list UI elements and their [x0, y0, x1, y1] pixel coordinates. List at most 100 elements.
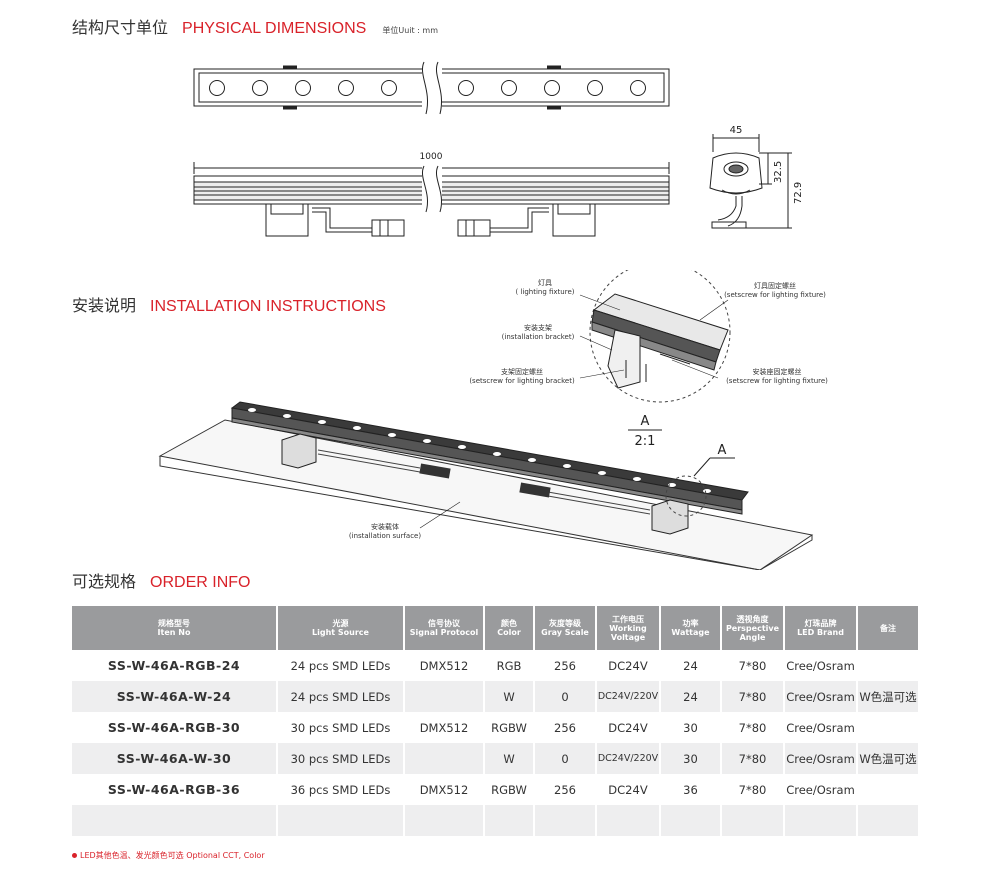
cell-light-source: 24 pcs SMD LEDs — [278, 650, 405, 681]
label-seat-screw-en: (setscrew for lighting fixture) — [726, 377, 828, 385]
label-fixture-cn: 灯具 — [538, 278, 552, 287]
detail-a-label: A — [641, 414, 650, 429]
cell-remarks: W色温可选 — [858, 743, 920, 774]
cell-voltage: DC24V/220V — [597, 743, 661, 774]
cell-voltage: DC24V/220V — [597, 681, 661, 712]
cell-color: RGBW — [485, 712, 535, 743]
cell-wattage: 24 — [661, 681, 722, 712]
callout-a-label: A — [718, 443, 727, 458]
cell-gray: 256 — [535, 650, 597, 681]
label-screw-bracket-en: (setscrew for lighting bracket) — [469, 377, 575, 385]
width-dimension: 45 — [730, 125, 743, 136]
installation-drawing: A 2:1 A 灯具 ( lighting fixture) 灯具固定螺丝 (s… — [158, 270, 828, 570]
cell-brand: Cree/Osram — [785, 681, 858, 712]
cell-empty — [597, 805, 661, 836]
cell-signal — [405, 743, 485, 774]
cell-angle: 7*80 — [722, 650, 785, 681]
length-dimension: 1000 — [420, 152, 443, 162]
short-height-dimension: 32.5 — [773, 161, 784, 183]
table-row: SS-W-46A-RGB-30 30 pcs SMD LEDs DMX512 R… — [72, 712, 920, 743]
cell-brand: Cree/Osram — [785, 712, 858, 743]
cell-light-source: 24 pcs SMD LEDs — [278, 681, 405, 712]
cell-remarks: W色温可选 — [858, 681, 920, 712]
cell-empty — [485, 805, 535, 836]
cell-empty — [72, 805, 278, 836]
order-title-cn: 可选规格 — [72, 572, 137, 591]
cell-voltage: DC24V — [597, 712, 661, 743]
cell-model: SS-W-46A-RGB-36 — [72, 774, 278, 805]
cell-empty — [722, 805, 785, 836]
cell-voltage: DC24V — [597, 774, 661, 805]
cell-gray: 0 — [535, 743, 597, 774]
cell-signal: DMX512 — [405, 774, 485, 805]
cell-model: SS-W-46A-W-24 — [72, 681, 278, 712]
cell-color: RGBW — [485, 774, 535, 805]
cell-wattage: 30 — [661, 712, 722, 743]
label-surface-cn: 安装载体 — [371, 522, 399, 531]
dimensions-unit: 单位Uuit : mm — [382, 26, 439, 35]
table-row: SS-W-46A-W-30 30 pcs SMD LEDs W 0 DC24V/… — [72, 743, 920, 774]
cell-angle: 7*80 — [722, 743, 785, 774]
led-circles — [209, 80, 646, 96]
cell-angle: 7*80 — [722, 681, 785, 712]
cell-light-source: 36 pcs SMD LEDs — [278, 774, 405, 805]
dimension-drawing: 1000 45 32.5 72.9 — [193, 60, 804, 237]
cell-angle: 7*80 — [722, 774, 785, 805]
cell-remarks — [858, 712, 920, 743]
bullet-icon — [72, 853, 77, 858]
table-row: SS-W-46A-RGB-36 36 pcs SMD LEDs DMX512 R… — [72, 774, 920, 805]
cell-remarks — [858, 774, 920, 805]
cell-gray: 0 — [535, 681, 597, 712]
label-fixture-en: ( lighting fixture) — [515, 288, 574, 296]
cell-color: W — [485, 743, 535, 774]
label-bracket-cn: 安装支架 — [524, 323, 552, 332]
header-remarks: 备注 — [858, 606, 920, 650]
label-screw-bracket-cn: 支架固定螺丝 — [501, 367, 543, 376]
cell-model: SS-W-46A-RGB-30 — [72, 712, 278, 743]
label-bracket-en: (installation bracket) — [502, 333, 575, 341]
label-screw-fixture-cn: 灯具固定螺丝 — [754, 281, 796, 290]
label-screw-fixture-en: (setscrew for lighting fixture) — [724, 291, 826, 299]
cell-voltage: DC24V — [597, 650, 661, 681]
label-seat-screw-cn: 安装座固定螺丝 — [753, 367, 802, 376]
table-row: SS-W-46A-RGB-24 24 pcs SMD LEDs DMX512 R… — [72, 650, 920, 681]
cell-color: RGB — [485, 650, 535, 681]
cell-empty — [661, 805, 722, 836]
cell-brand: Cree/Osram — [785, 743, 858, 774]
label-surface-en: (installation surface) — [349, 532, 421, 540]
dimensions-heading: 结构尺寸单位 PHYSICAL DIMENSIONS 单位Uuit : mm — [72, 14, 438, 38]
cell-model: SS-W-46A-W-30 — [72, 743, 278, 774]
installation-title-cn: 安装说明 — [72, 296, 137, 315]
cell-empty — [858, 805, 920, 836]
installation-title-en: INSTALLATION INSTRUCTIONS — [150, 298, 386, 315]
order-heading: 可选规格 ORDER INFO — [72, 568, 250, 592]
cell-signal — [405, 681, 485, 712]
table-row: SS-W-46A-W-24 24 pcs SMD LEDs W 0 DC24V/… — [72, 681, 920, 712]
cell-angle: 7*80 — [722, 712, 785, 743]
total-height-dimension: 72.9 — [793, 182, 804, 204]
cell-wattage: 24 — [661, 650, 722, 681]
installation-heading: 安装说明 INSTALLATION INSTRUCTIONS — [72, 292, 386, 316]
footnote: LED其他色温、发光颜色可选 Optional CCT, Color — [72, 850, 265, 861]
cell-brand: Cree/Osram — [785, 774, 858, 805]
install-led-dots — [248, 408, 711, 493]
footnote-text: LED其他色温、发光颜色可选 Optional CCT, Color — [80, 851, 265, 860]
cell-brand: Cree/Osram — [785, 650, 858, 681]
cell-model: SS-W-46A-RGB-24 — [72, 650, 278, 681]
cell-signal: DMX512 — [405, 650, 485, 681]
cell-wattage: 30 — [661, 743, 722, 774]
cell-empty — [278, 805, 405, 836]
cell-light-source: 30 pcs SMD LEDs — [278, 743, 405, 774]
dimensions-title-en: PHYSICAL DIMENSIONS — [182, 20, 367, 37]
cell-empty — [785, 805, 858, 836]
